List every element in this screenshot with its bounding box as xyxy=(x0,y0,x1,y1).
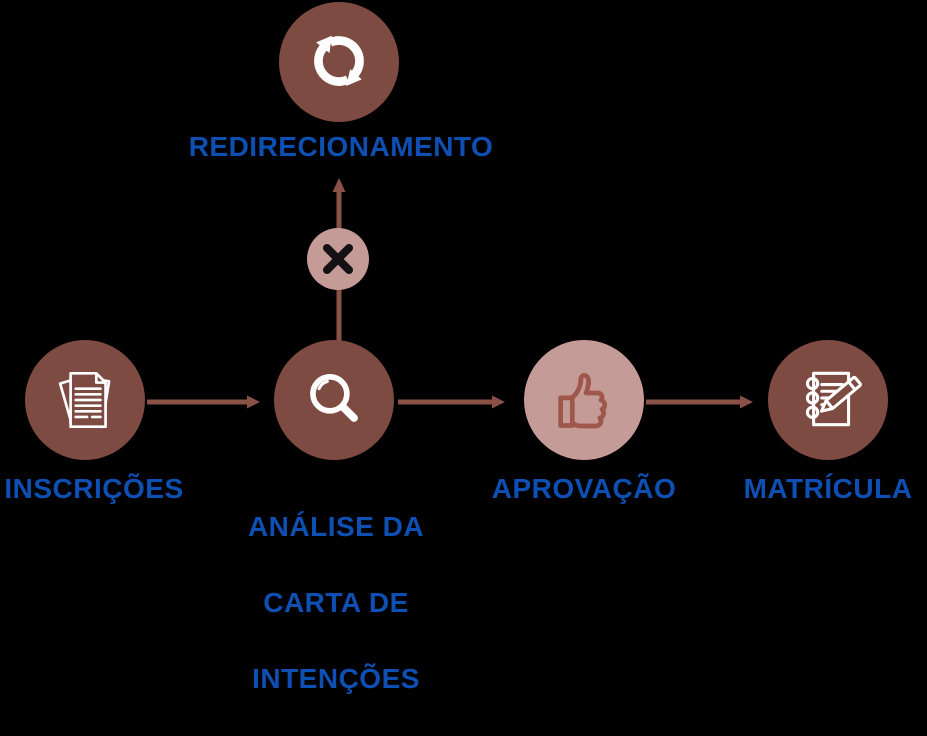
node-redirecionamento xyxy=(279,2,399,122)
notebook-pencil-icon xyxy=(805,371,862,427)
node-matricula xyxy=(768,340,888,460)
magnifier-icon xyxy=(310,374,358,422)
rejection-circle xyxy=(307,228,369,290)
node-inscricoes xyxy=(25,340,145,460)
arrowhead-analise-redirecionamento xyxy=(332,178,346,192)
documents-icon xyxy=(58,371,111,429)
node-aprovacao xyxy=(524,340,644,460)
analise-label-line2: CARTA DE xyxy=(263,587,409,618)
arrowhead-analise-aprovacao xyxy=(492,395,505,409)
arrowhead-aprovacao-matricula xyxy=(740,395,753,409)
inscricoes-circle xyxy=(25,340,145,460)
matricula-label: MATRÍCULA xyxy=(743,473,913,504)
redirecionamento-label: REDIRECIONAMENTO xyxy=(188,131,494,162)
flow-diagram: REDIRECIONAMENTO xyxy=(4,2,913,694)
x-icon xyxy=(323,244,353,274)
matricula-circle xyxy=(768,340,888,460)
analise-label: ANÁLISE DA CARTA DE INTENÇÕES xyxy=(186,470,486,736)
aprovacao-label: APROVAÇÃO xyxy=(491,473,677,504)
rejection-badge xyxy=(307,228,369,290)
cycle-arrows-icon xyxy=(314,35,364,87)
analise-label-line1: ANÁLISE DA xyxy=(247,511,425,542)
analise-circle xyxy=(274,340,394,460)
node-analise xyxy=(274,340,394,460)
arrowhead-inscricoes-analise xyxy=(247,395,260,409)
redirecionamento-circle xyxy=(279,2,399,122)
thumbs-up-icon xyxy=(558,373,608,429)
aprovacao-circle xyxy=(524,340,644,460)
analise-label-line3: INTENÇÕES xyxy=(252,663,420,694)
inscricoes-label: INSCRIÇÕES xyxy=(4,473,184,504)
